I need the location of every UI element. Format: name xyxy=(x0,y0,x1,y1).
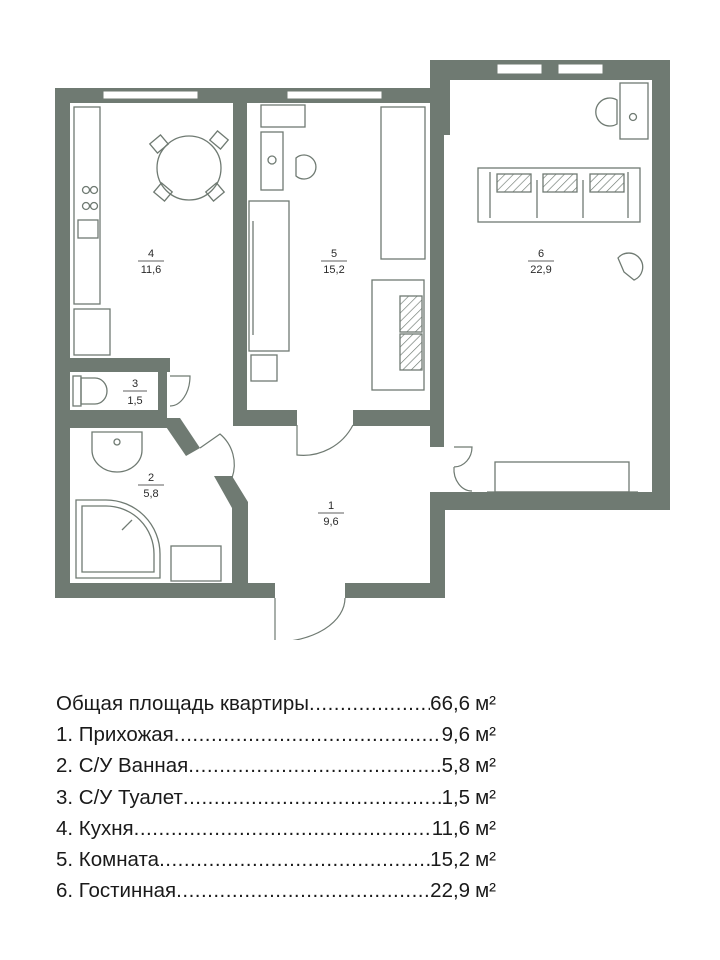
legend-value: 66,6 xyxy=(430,692,471,715)
kitchen-furniture xyxy=(73,106,230,356)
legend-label: 2. С/У Ванная xyxy=(56,754,189,778)
windows xyxy=(102,63,604,100)
room-label-1: 1 9,6 xyxy=(318,500,344,528)
room-label-2: 2 5,8 xyxy=(138,472,164,500)
legend-row: 1. Прихожая ............................… xyxy=(56,719,496,750)
room-area: 22,9 xyxy=(530,264,551,276)
walls xyxy=(55,60,670,598)
legend-row: 6. Гостинная ...........................… xyxy=(56,875,496,906)
room-label-4: 4 11,6 xyxy=(138,248,164,276)
floor-plan: 4 11,6 5 15,2 6 22,9 3 1,5 2 5,8 1 9,6 xyxy=(55,60,670,640)
room-number: 3 xyxy=(132,378,138,390)
legend-value: 11,6 xyxy=(431,816,471,840)
legend-leader-dots: ........................................… xyxy=(309,692,430,715)
room-area: 11,6 xyxy=(141,264,162,276)
bath-furniture xyxy=(75,431,222,582)
doors xyxy=(169,375,473,640)
room-number: 1 xyxy=(328,500,334,512)
legend-label: 1. Прихожая xyxy=(56,723,174,747)
legend-row: 4. Кухня ...............................… xyxy=(56,813,496,844)
legend-value: 22,9 xyxy=(430,879,471,903)
legend-row: 2. С/У Ванная ..........................… xyxy=(56,750,496,781)
legend-value: 5,8 xyxy=(441,754,471,778)
legend-leader-dots: ........................................… xyxy=(188,754,442,778)
legend-unit: м² xyxy=(475,754,496,778)
area-legend: Общая площадь квартиры .................… xyxy=(56,688,496,906)
legend-leader-dots: ........................................… xyxy=(159,848,431,872)
room-area: 15,2 xyxy=(323,264,344,276)
legend-unit: м² xyxy=(475,692,496,715)
legend-value: 9,6 xyxy=(441,723,471,747)
room-area: 5,8 xyxy=(143,488,158,500)
legend-label: Общая площадь квартиры xyxy=(56,692,310,715)
legend-label: 6. Гостинная xyxy=(56,879,177,903)
legend-unit: м² xyxy=(475,816,496,840)
room5-furniture xyxy=(248,104,426,391)
legend-label: 4. Кухня xyxy=(56,816,134,840)
legend-total-row: Общая площадь квартиры .................… xyxy=(56,688,496,719)
legend-row: 3. С/У Туалет ..........................… xyxy=(56,782,496,813)
legend-unit: м² xyxy=(475,848,496,872)
legend-label: 5. Комната xyxy=(56,848,160,872)
legend-value: 15,2 xyxy=(430,848,471,872)
room-label-6: 6 22,9 xyxy=(528,248,554,276)
room-number: 5 xyxy=(331,248,337,260)
toilet-furniture xyxy=(72,375,108,407)
room-number: 4 xyxy=(148,248,154,260)
legend-unit: м² xyxy=(475,723,496,747)
living-furniture xyxy=(477,82,649,493)
legend-leader-dots: ........................................… xyxy=(173,723,442,747)
room-label-3: 3 1,5 xyxy=(123,378,147,407)
room-label-5: 5 15,2 xyxy=(321,248,347,276)
legend-unit: м² xyxy=(475,785,496,809)
legend-leader-dots: ........................................… xyxy=(182,785,442,809)
legend-leader-dots: ........................................… xyxy=(133,816,432,840)
room-area: 1,5 xyxy=(127,395,142,407)
legend-row: 5. Комната .............................… xyxy=(56,844,496,875)
legend-leader-dots: ........................................… xyxy=(176,879,431,903)
legend-unit: м² xyxy=(475,879,496,903)
legend-value: 1,5 xyxy=(441,785,471,809)
room-area: 9,6 xyxy=(323,516,338,528)
legend-label: 3. С/У Туалет xyxy=(56,785,183,809)
room-number: 6 xyxy=(538,248,544,260)
room-number: 2 xyxy=(148,472,154,484)
